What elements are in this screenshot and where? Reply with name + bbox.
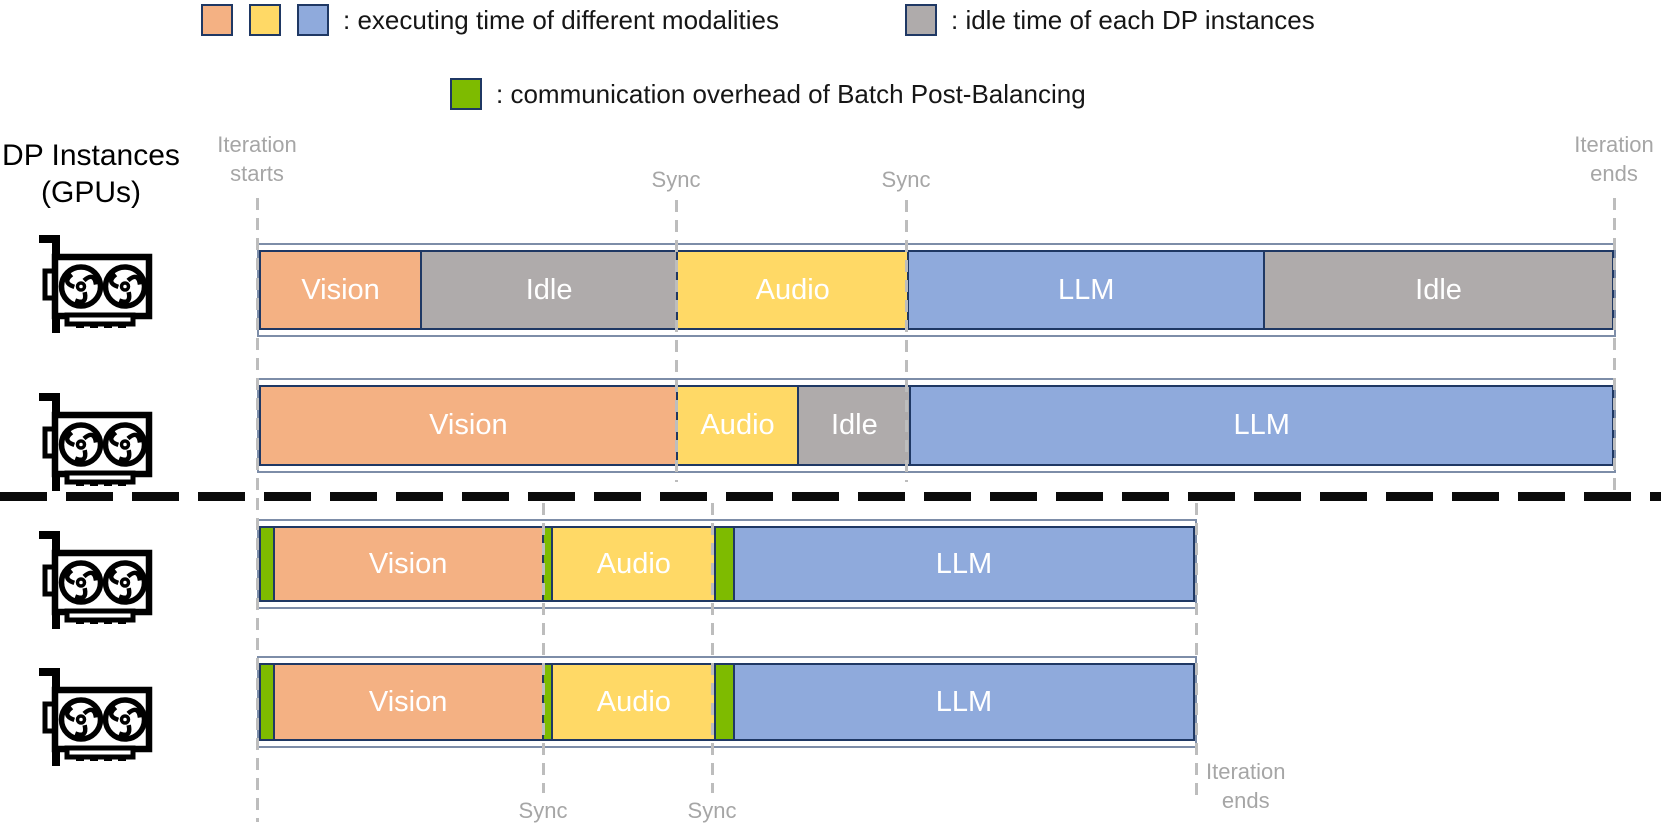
baseline-vs-balanced-separator	[0, 492, 1661, 501]
vision-swatch-icon	[201, 4, 233, 36]
idle-segment: Idle	[1263, 250, 1614, 330]
segment-label: Vision	[368, 685, 448, 718]
segment-label: LLM	[1233, 409, 1290, 441]
comm-overhead-segment	[714, 526, 735, 602]
segment-label: LLM	[935, 547, 993, 580]
sync-bottom-2-label: Sync	[687, 798, 737, 823]
vision-segment: Vision	[259, 385, 678, 466]
idle-segment: Idle	[420, 250, 679, 330]
iteration-ends-bottom-line	[1195, 503, 1198, 800]
segment-label: Vision	[368, 547, 448, 580]
iteration-starts-line	[256, 198, 259, 822]
axis-title: DP Instances (GPUs)	[0, 138, 182, 211]
sync-top-2-line	[905, 200, 908, 482]
segment-label: Audio	[596, 547, 671, 580]
segment-label: Idle	[1415, 273, 1462, 306]
comm-swatch-icon	[450, 78, 482, 110]
segment-label: LLM	[935, 685, 993, 718]
legend-modalities: : executing time of different modalities	[201, 4, 779, 36]
legend-idle: : idle time of each DP instances	[905, 4, 1315, 36]
segment-label: Idle	[525, 273, 573, 306]
llm-segment: LLM	[907, 250, 1266, 330]
segment-label: Idle	[830, 409, 878, 441]
sync-top-1-line	[675, 200, 678, 482]
idle-segment: Idle	[797, 385, 912, 466]
segment-label: Vision	[429, 409, 508, 441]
axis-title-line2: (GPUs)	[41, 175, 141, 209]
segment-label: Vision	[301, 273, 380, 306]
dp-row-1: Vision Idle Audio LLM Idle	[257, 243, 1616, 337]
axis-title-line1: DP Instances	[2, 139, 180, 172]
gpu-icon	[28, 656, 180, 768]
gpu-icon	[28, 519, 180, 631]
segment-label: LLM	[1058, 273, 1115, 306]
segment-label: Audio	[755, 273, 830, 306]
sync-bottom-2-line	[711, 503, 714, 793]
audio-segment: Audio	[675, 385, 800, 466]
idle-swatch-icon	[905, 4, 937, 36]
comm-overhead-segment	[714, 663, 735, 741]
sync-bottom-1-label: Sync	[518, 798, 568, 823]
gpu-icon	[28, 381, 180, 493]
vision-segment: Vision	[272, 526, 544, 602]
dp-row-3: Vision Audio LLM	[257, 519, 1197, 609]
segment-label: Audio	[596, 685, 671, 718]
legend-comm-label: : communication overhead of Batch Post-B…	[496, 78, 1086, 109]
llm-segment: LLM	[909, 385, 1614, 466]
sync-top-1-label: Sync	[651, 167, 701, 192]
iteration-ends-top-line	[1613, 198, 1616, 490]
llm-swatch-icon	[297, 4, 329, 36]
audio-swatch-icon	[249, 4, 281, 36]
sync-top-2-label: Sync	[881, 167, 931, 192]
vision-segment: Vision	[272, 663, 544, 741]
dp-row-2: Vision Audio Idle LLM	[257, 378, 1616, 473]
audio-segment: Audio	[551, 526, 717, 602]
llm-segment: LLM	[732, 663, 1195, 741]
legend-modalities-label: : executing time of different modalities	[343, 4, 779, 35]
audio-segment: Audio	[551, 663, 717, 741]
sync-bottom-1-line	[542, 503, 545, 793]
legend-idle-label: : idle time of each DP instances	[951, 4, 1315, 35]
llm-segment: LLM	[732, 526, 1195, 602]
audio-segment: Audio	[676, 250, 910, 330]
segment-label: Audio	[700, 409, 775, 441]
dp-row-4: Vision Audio LLM	[257, 656, 1197, 748]
gpu-icon	[28, 223, 180, 335]
legend-comm: : communication overhead of Batch Post-B…	[450, 78, 1086, 110]
vision-segment: Vision	[259, 250, 423, 330]
